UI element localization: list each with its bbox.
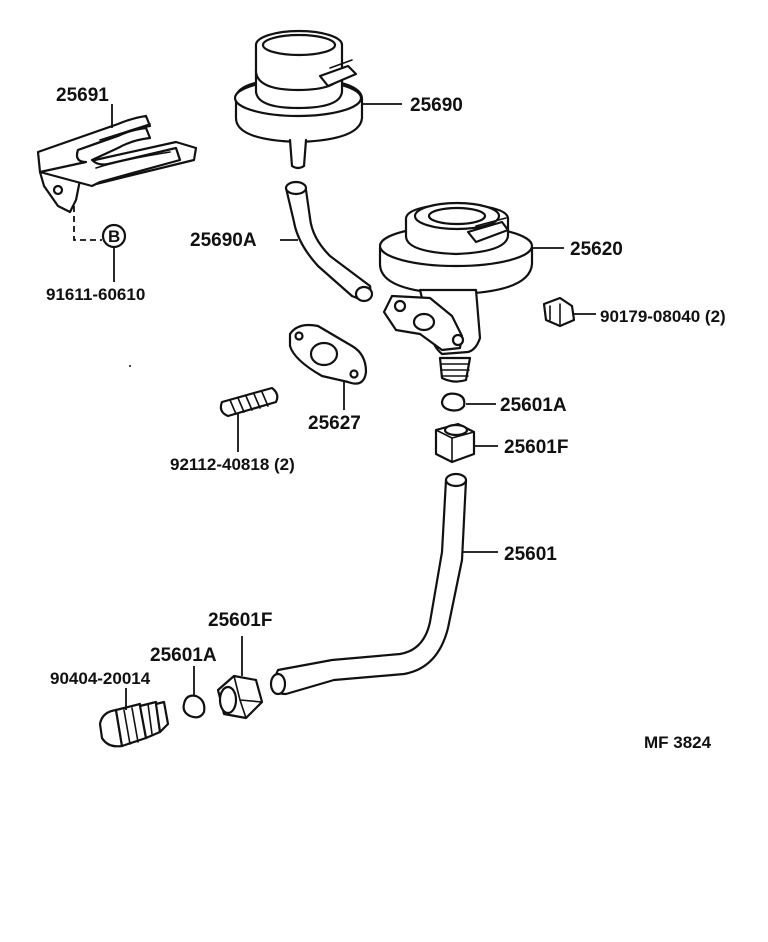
label-25601f-top: 25601F	[504, 437, 568, 458]
vacuum-modulator-25690	[233, 29, 364, 170]
stud-92112-40818	[219, 386, 279, 418]
label-25601a-bottom: 25601A	[150, 645, 217, 666]
union-nut-25601f-bottom	[216, 674, 264, 720]
label-25690: 25690	[410, 95, 463, 116]
fitting-90404-20014	[98, 700, 170, 748]
label-92112-40818: 92112-40818 (2)	[170, 455, 295, 474]
stray-dot	[129, 365, 131, 367]
label-25601: 25601	[504, 544, 557, 565]
egr-pipe-25601	[269, 472, 468, 696]
bolt-marker-icon: B	[101, 223, 127, 249]
label-90404-20014: 90404-20014	[50, 669, 151, 688]
union-nut-25601f-top	[434, 422, 476, 464]
label-91611-60610: 91611-60610	[46, 285, 145, 304]
label-25691: 25691	[56, 85, 109, 106]
nut-90179-08040	[542, 296, 576, 328]
bracket-25691	[36, 114, 198, 214]
gasket-25627	[288, 323, 368, 385]
ferrule-25601a-top	[440, 392, 466, 412]
egr-valve-25620	[378, 201, 534, 383]
label-25627: 25627	[308, 413, 361, 434]
diagram-code: MF 3824	[644, 733, 712, 752]
vacuum-hose-25690a	[284, 180, 374, 303]
label-25601a-top: 25601A	[500, 395, 567, 416]
svg-text:B: B	[108, 227, 120, 246]
ferrule-25601a-bottom	[182, 694, 206, 719]
label-25690a: 25690A	[190, 230, 257, 251]
label-25601f-bottom: 25601F	[208, 610, 272, 631]
dashed-leader-bolt	[73, 206, 102, 241]
label-25620: 25620	[570, 239, 623, 260]
label-90179-08040: 90179-08040 (2)	[600, 307, 726, 326]
